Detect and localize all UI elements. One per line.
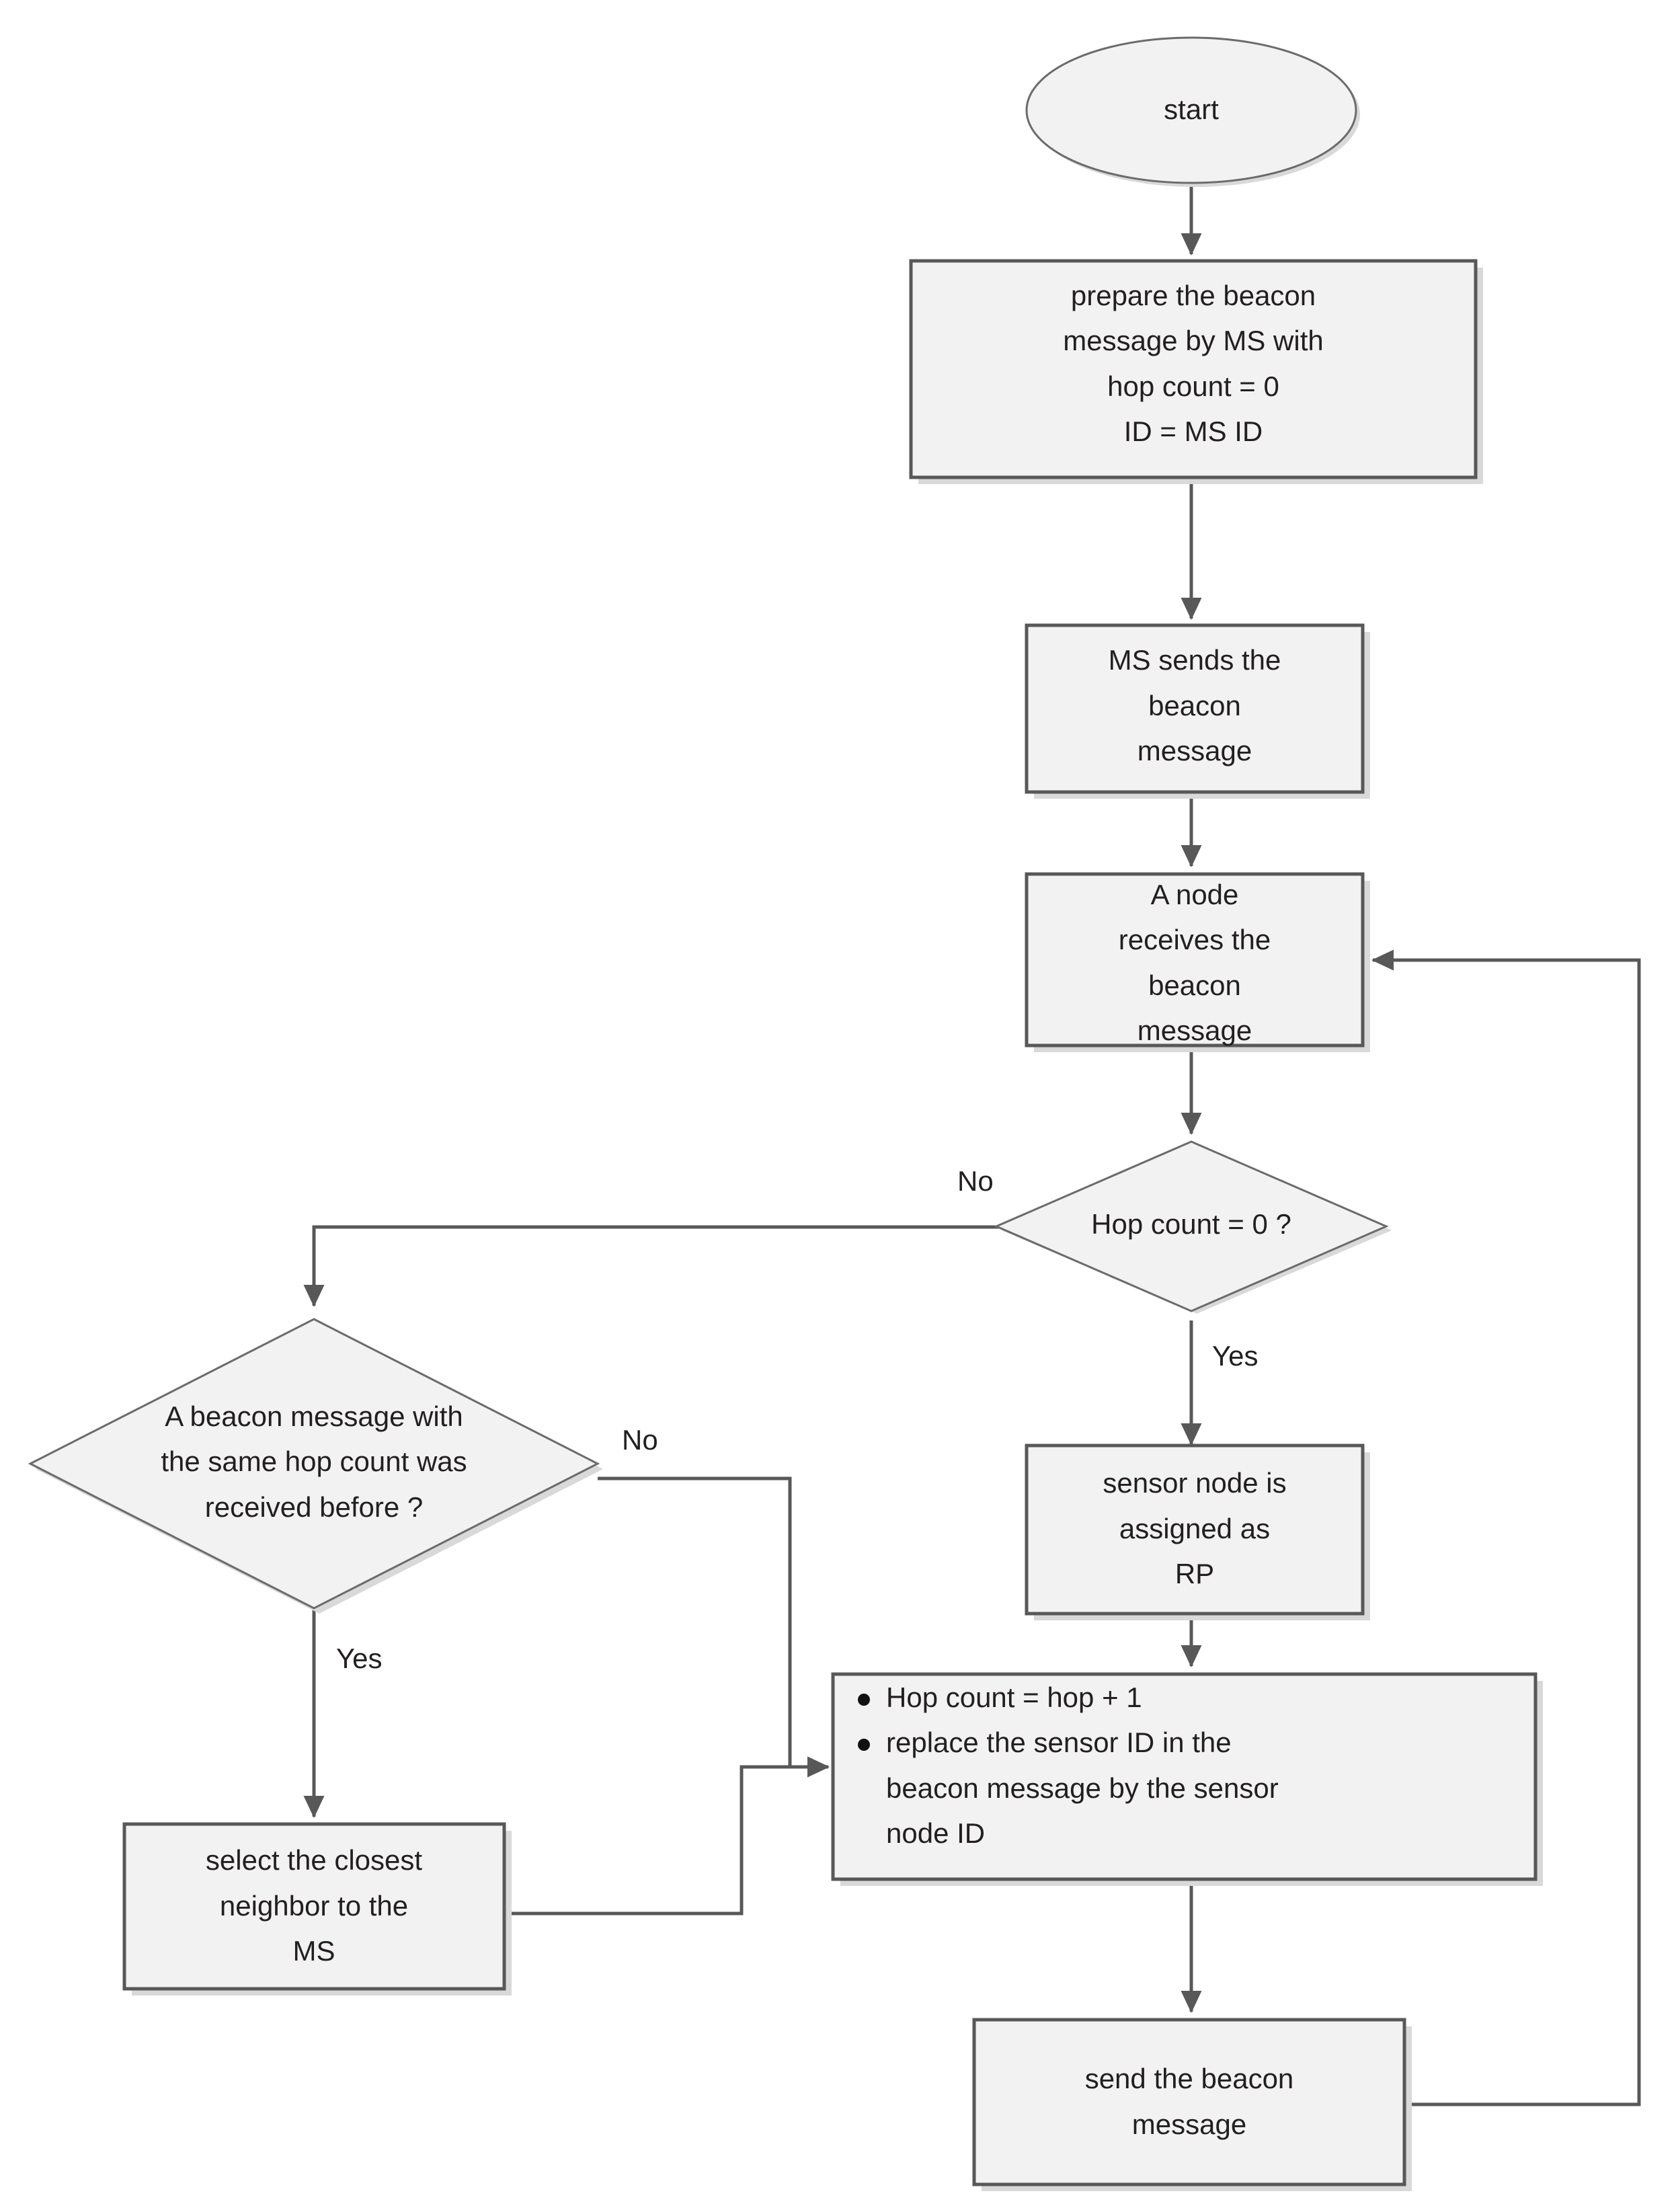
- node-send-beacon-line-1: send the beacon: [1085, 2063, 1294, 2094]
- node-update-beacon-b2-line-1: replace the sensor ID in the: [886, 1727, 1232, 1758]
- node-hop-decision[interactable]: Hop count = 0 ?: [994, 1140, 1392, 1314]
- bullet-dot-1: [858, 1694, 870, 1706]
- node-assign-rp-line-2: assigned as: [1119, 1513, 1270, 1544]
- node-receives-line-1: A node: [1151, 879, 1239, 910]
- edge-label-hop-no: No: [957, 1165, 994, 1197]
- node-update-beacon-b2-line-2: beacon message by the sensor: [886, 1772, 1279, 1804]
- node-assign-rp-line-3: RP: [1175, 1558, 1214, 1589]
- node-ms-sends-line-2: beacon: [1148, 690, 1241, 721]
- node-select-neighbor-line-1: select the closest: [206, 1844, 422, 1876]
- node-update-beacon[interactable]: Hop count = hop + 1 replace the sensor I…: [831, 1672, 1543, 1886]
- node-prepare[interactable]: prepare the beacon message by MS with ho…: [909, 259, 1483, 484]
- node-ms-sends[interactable]: MS sends the beacon message: [1025, 623, 1370, 799]
- node-select-neighbor[interactable]: select the closest neighbor to the MS: [122, 1822, 512, 1996]
- node-prepare-line-3: hop count = 0: [1107, 370, 1279, 402]
- node-update-beacon-b1-line-1: Hop count = hop + 1: [886, 1682, 1142, 1713]
- edge-label-hop-yes: Yes: [1212, 1340, 1259, 1372]
- edge-labels: No Yes No Yes: [336, 1165, 1259, 1674]
- node-update-beacon-b2-line-3: node ID: [886, 1817, 985, 1849]
- edge-label-dup-no: No: [622, 1424, 658, 1456]
- node-select-neighbor-line-2: neighbor to the: [220, 1890, 408, 1922]
- node-send-beacon-line-2: message: [1132, 2108, 1246, 2140]
- node-prepare-line-2: message by MS with: [1063, 325, 1323, 356]
- edge-select-neighbor-to-update-beacon: [504, 1756, 830, 1915]
- node-dup-decision-line-1: A beacon message with: [165, 1400, 463, 1432]
- bullet-dot-2: [858, 1739, 870, 1751]
- edge-send-beacon-feedback-loop: [1371, 949, 1641, 2106]
- edge-hop-no-to-dup-decision: [303, 1225, 1000, 1308]
- node-ms-sends-line-1: MS sends the: [1109, 644, 1281, 676]
- node-ms-sends-line-3: message: [1138, 735, 1252, 766]
- node-prepare-line-4: ID = MS ID: [1124, 416, 1263, 447]
- node-start-label: start: [1164, 93, 1219, 125]
- edge-label-dup-yes: Yes: [336, 1643, 383, 1674]
- node-dup-decision[interactable]: A beacon message with the same hop count…: [28, 1318, 603, 1614]
- node-dup-decision-line-3: received before ?: [205, 1491, 424, 1523]
- node-start[interactable]: start: [1025, 36, 1360, 187]
- node-select-neighbor-line-3: MS: [293, 1935, 335, 1967]
- node-prepare-line-1: prepare the beacon: [1071, 280, 1316, 311]
- node-receives-line-3: beacon: [1148, 970, 1241, 1001]
- node-assign-rp-line-1: sensor node is: [1103, 1467, 1286, 1499]
- node-send-beacon[interactable]: send the beacon message: [972, 2018, 1412, 2191]
- node-dup-decision-line-2: the same hop count was: [161, 1446, 467, 1477]
- connectors: [303, 183, 1641, 2106]
- node-hop-decision-label: Hop count = 0 ?: [1091, 1208, 1291, 1240]
- node-receives-line-2: receives the: [1119, 924, 1271, 955]
- edge-dup-no-to-update-beacon: [598, 1476, 830, 1778]
- node-assign-rp[interactable]: sensor node is assigned as RP: [1025, 1444, 1370, 1620]
- node-receives-line-4: message: [1138, 1015, 1252, 1046]
- node-receives[interactable]: A node receives the beacon message: [1025, 872, 1370, 1052]
